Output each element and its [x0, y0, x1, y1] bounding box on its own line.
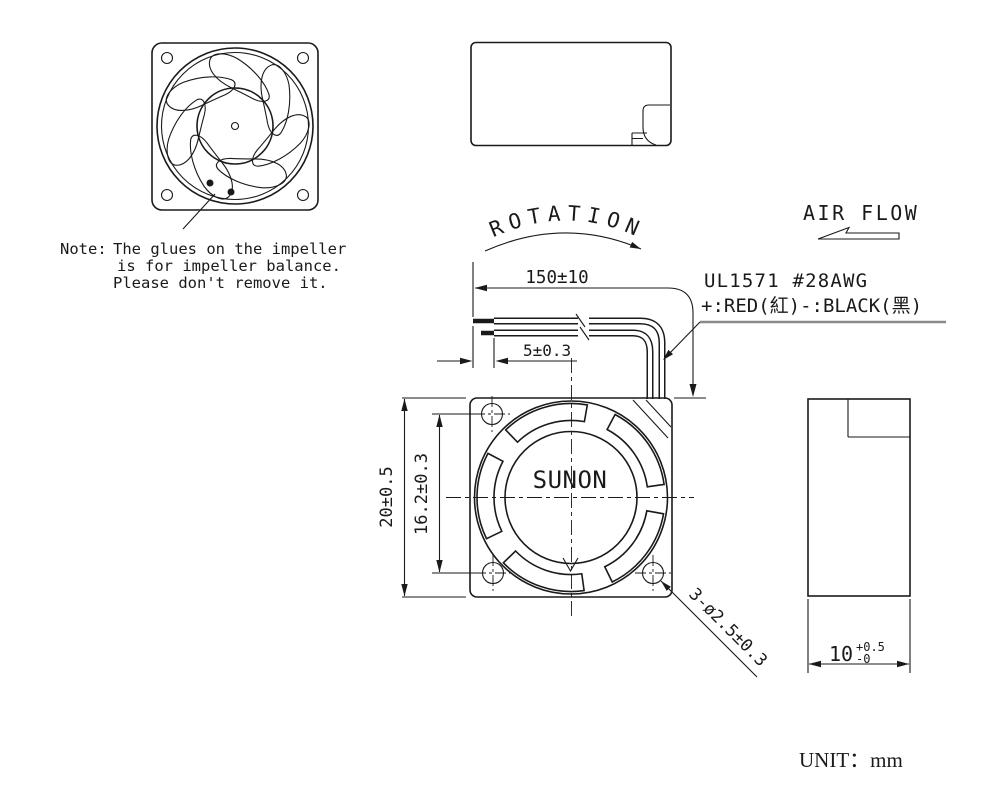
mounting-hole-value: 3-ø2.5±0.3: [684, 584, 771, 671]
impeller-ring-outer: [156, 47, 314, 205]
wire-spec-annotation: UL1571 #28AWG +:RED(紅)-:BLACK(黑): [663, 270, 946, 360]
blade-bands: [446, 382, 680, 621]
hole-pitch-dimension: 16.2±0.3: [412, 413, 477, 574]
wire-break-mark: [575, 313, 590, 341]
thickness-value: 10: [829, 642, 853, 666]
rotation-annotation: ROTATION: [484, 201, 649, 252]
note-leader-line: [182, 193, 216, 230]
hole-centerline: [635, 555, 671, 591]
corner-hole: [160, 188, 174, 202]
glue-dot: [206, 179, 214, 187]
wire-entry-channel: [632, 399, 672, 439]
note-text: Note: The glues on the impeller is for i…: [60, 240, 346, 292]
frame-size-value: 20±0.5: [377, 466, 397, 527]
corner-hole: [160, 51, 174, 65]
wire-strip-dimension: 5±0.3: [437, 326, 577, 368]
leader-arrowhead-icon: [661, 581, 671, 591]
mounting-hole-dimension: 3-ø2.5±0.3: [660, 580, 771, 678]
wire-exit-notch: [847, 399, 910, 438]
rotation-label: ROTATION: [486, 201, 649, 243]
strip-length-value: 5±0.3: [523, 341, 571, 360]
wire-exit-step: [631, 132, 647, 145]
note-line: The glues on the impeller: [113, 240, 346, 258]
note-line: Please don't remove it.: [113, 274, 328, 292]
wire-exit-detail: [642, 104, 670, 146]
wire-length-value: 150±10: [525, 268, 588, 288]
hole-pitch-value: 16.2±0.3: [412, 453, 432, 535]
impeller-view: [151, 42, 319, 230]
hub-tab: [562, 557, 579, 573]
side-view-outline: [807, 398, 911, 597]
wire-spec-label: UL1571 #28AWG: [704, 270, 868, 292]
corner-hole: [296, 188, 310, 202]
hole-centerline: [475, 555, 511, 591]
thickness-tol-minus: -0: [856, 652, 870, 666]
unit-label: UNIT：mm: [799, 748, 903, 772]
impeller-frame: [151, 42, 319, 211]
wire-length-dimension: 150±10: [472, 262, 706, 399]
side-view: 10 +0.5 -0: [807, 398, 911, 673]
top-view-outline: [470, 41, 672, 147]
hub-center-hole: [230, 121, 240, 131]
glue-dot: [227, 188, 235, 196]
top-view: [470, 41, 672, 147]
rotation-arc: [484, 232, 642, 252]
hole-centerline: [474, 396, 510, 432]
frame-size-dimension: 20±0.5: [377, 397, 466, 598]
front-view: SUNON: [446, 358, 694, 621]
note-prefix: Note:: [60, 240, 107, 258]
leader-arrowhead-icon: [663, 349, 673, 360]
wire-label-leader: [665, 321, 701, 358]
brand-label: SUNON: [533, 466, 608, 494]
air-flow-label: AIR FLOW: [803, 201, 919, 225]
rotation-arrowhead-icon: [629, 241, 641, 249]
impeller-hub: [196, 87, 274, 165]
lead-wires: [473, 313, 672, 439]
note-line: is for impeller balance.: [117, 257, 341, 275]
wire-polarity-label: +:RED(紅)-:BLACK(黑): [701, 295, 922, 317]
air-flow-annotation: AIR FLOW: [803, 201, 919, 240]
air-flow-arrow-icon: [817, 226, 900, 240]
corner-hole: [296, 51, 310, 65]
thickness-tol-plus: +0.5: [856, 640, 885, 654]
